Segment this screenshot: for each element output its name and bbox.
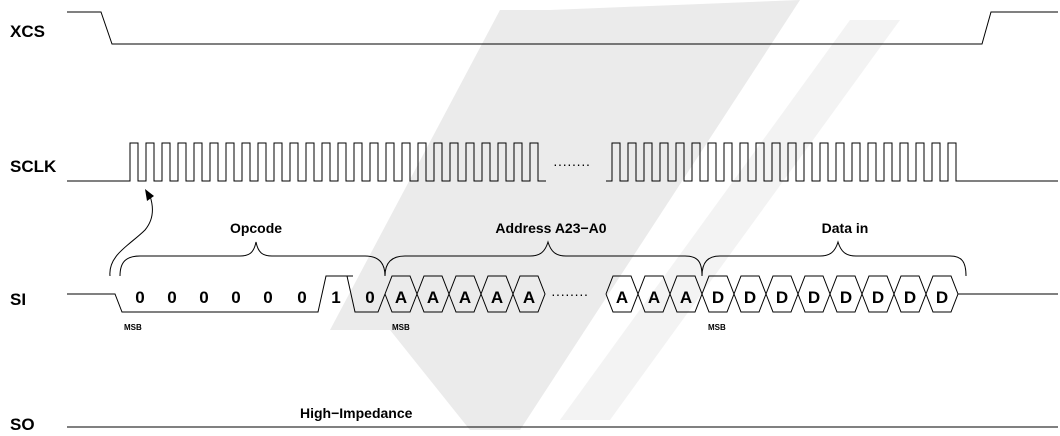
- data-bit: D: [776, 288, 788, 307]
- opcode-bit: 0: [231, 288, 240, 307]
- address-bit: A: [648, 288, 660, 307]
- si-opcode-lower: [67, 275, 386, 313]
- so-label: SO: [10, 415, 35, 434]
- address-bit: A: [395, 288, 407, 307]
- si-ellipsis: ········: [551, 286, 588, 302]
- sclk-label: SCLK: [10, 157, 57, 176]
- data-bit: D: [712, 288, 724, 307]
- sclk-waveform: [67, 142, 1058, 182]
- address-msb-label: MSB: [392, 323, 410, 332]
- data-brace: [701, 240, 967, 277]
- data-bit: D: [840, 288, 852, 307]
- opcode-bit: 0: [135, 288, 144, 307]
- opcode-bit: 0: [199, 288, 208, 307]
- data-msb-label: MSB: [708, 323, 726, 332]
- address-label: Address A23−A0: [495, 220, 606, 236]
- opcode-brace: [119, 241, 386, 277]
- address-cell: [512, 275, 546, 313]
- opcode-msb-label: MSB: [124, 323, 142, 332]
- so-state-label: High−Impedance: [300, 405, 413, 421]
- data-label: Data in: [822, 220, 869, 236]
- address-bit: A: [459, 288, 471, 307]
- arrow-head: [145, 189, 154, 201]
- xcs-label: XCS: [10, 22, 45, 41]
- data-bit: D: [808, 288, 820, 307]
- data-bit: D: [744, 288, 756, 307]
- sclk-segment: [67, 142, 546, 182]
- address-brace: [384, 240, 703, 277]
- si-waveform: 0 0 0 0 0 0 1 0 A A A A A A A A D D D D D D D D: [67, 275, 1058, 313]
- address-bit: A: [523, 288, 535, 307]
- opcode-bit: 0: [263, 288, 272, 307]
- data-bit: D: [872, 288, 884, 307]
- address-bit: A: [491, 288, 503, 307]
- address-bit: A: [616, 288, 628, 307]
- address-bit: A: [680, 288, 692, 307]
- opcode-bit: 0: [167, 288, 176, 307]
- watermark-stroke-2: [390, 0, 800, 430]
- opcode-bit: 1: [331, 288, 340, 307]
- address-bit: A: [427, 288, 439, 307]
- data-bit: D: [936, 288, 948, 307]
- si-label: SI: [10, 290, 26, 309]
- watermark-stroke-3: [560, 20, 900, 420]
- opcode-label: Opcode: [230, 220, 282, 236]
- clock-edge-arrow: [109, 195, 153, 277]
- sclk-segment: [606, 142, 1058, 182]
- opcode-bit: 0: [297, 288, 306, 307]
- xcs-waveform: [67, 11, 1058, 45]
- sclk-ellipsis: ········: [553, 156, 590, 172]
- data-bit: D: [904, 288, 916, 307]
- opcode-bit: 0: [365, 288, 374, 307]
